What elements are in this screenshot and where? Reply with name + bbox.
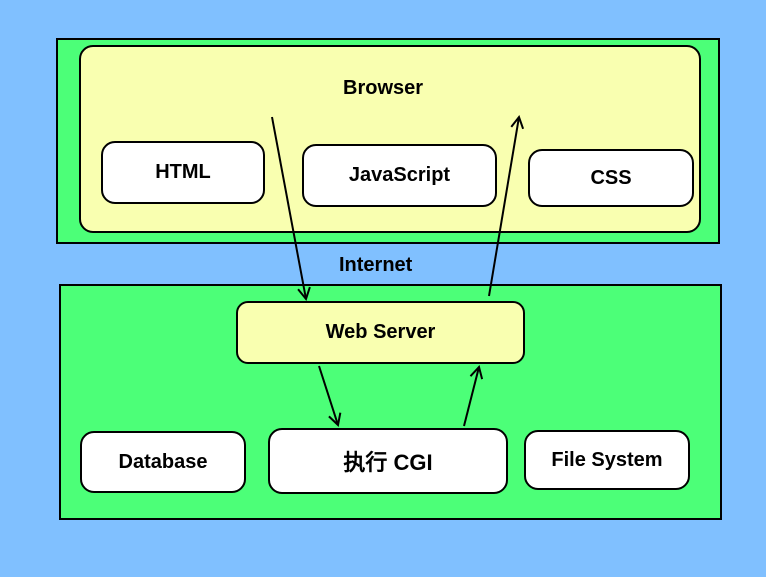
database-box: Database	[80, 431, 246, 493]
internet-label: Internet	[339, 254, 413, 276]
javascript-box: JavaScript	[302, 144, 497, 207]
browser-title: Browser	[343, 77, 424, 99]
web-server-label: Web Server	[325, 321, 436, 343]
html-box: HTML	[101, 141, 265, 204]
file-system-box: File System	[524, 430, 690, 490]
css-box: CSS	[528, 149, 694, 207]
web-server-box: Web Server	[236, 301, 525, 364]
cgi-box: 执行 CGI	[268, 428, 508, 494]
